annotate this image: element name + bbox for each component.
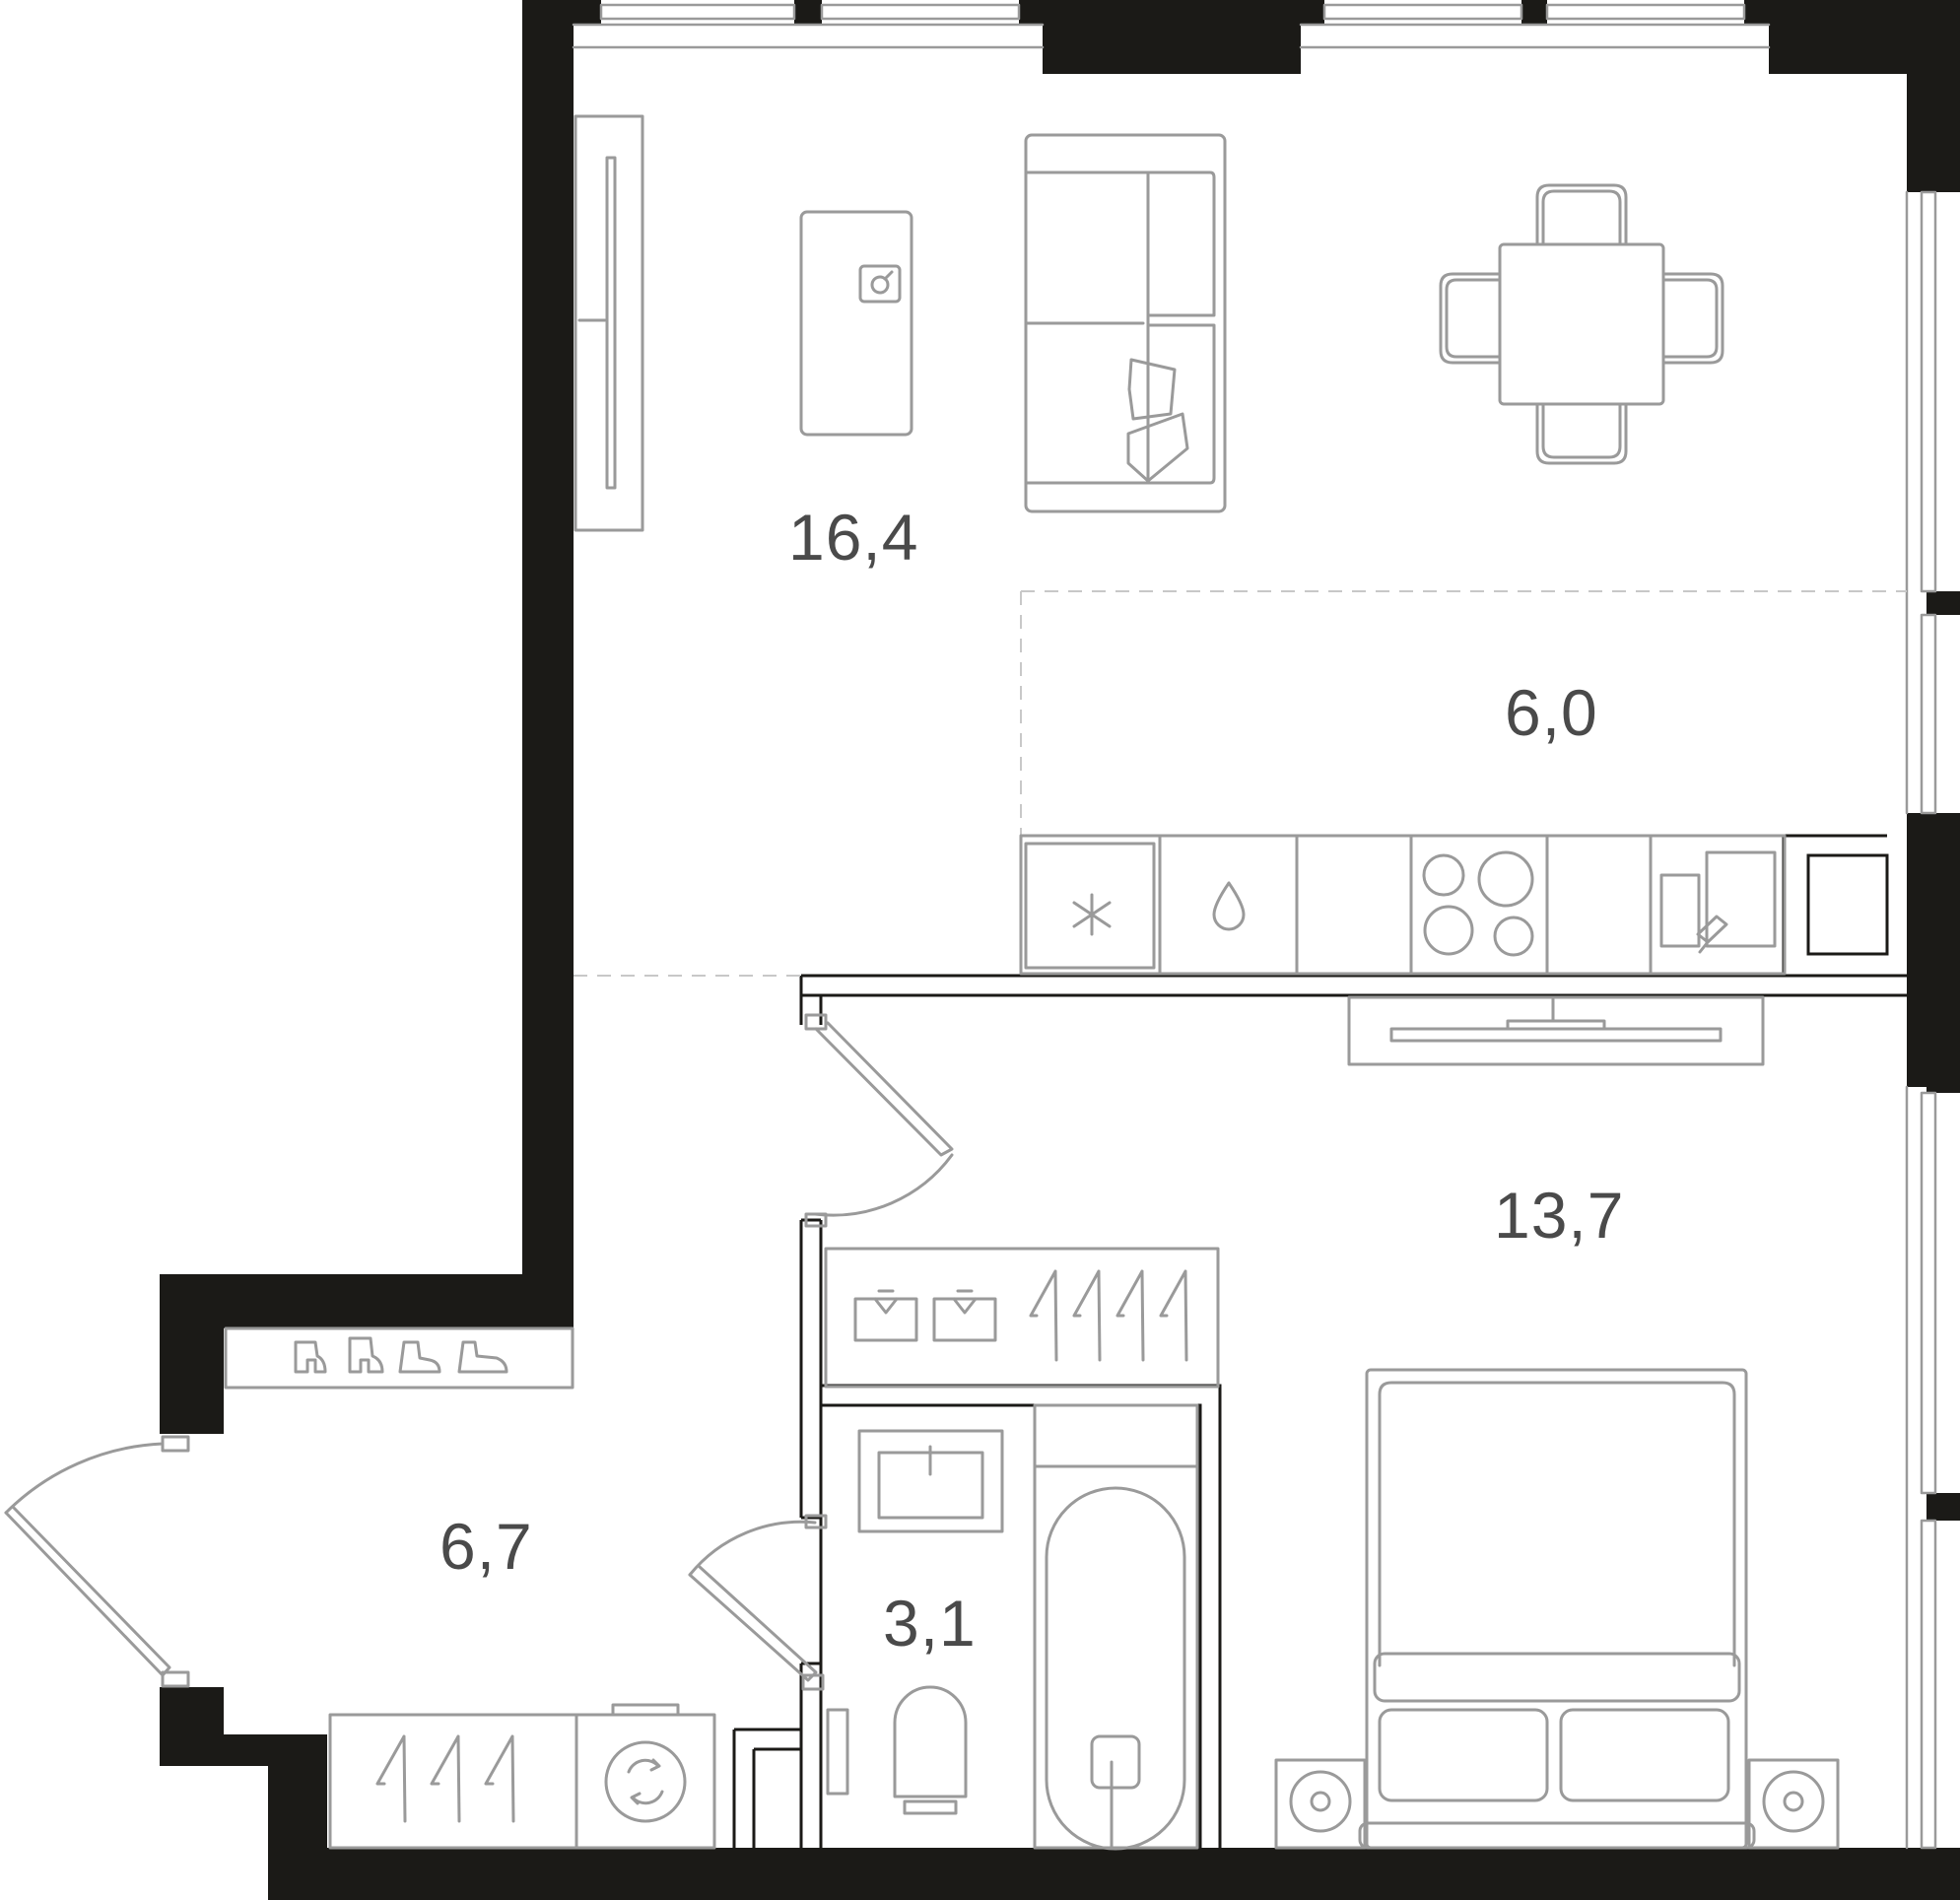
hall-wardrobe-icon [328, 1713, 578, 1850]
nightstand-right-icon [1747, 1758, 1840, 1850]
toilet-icon [826, 1685, 968, 1815]
coffee-table-icon [799, 210, 913, 437]
sofa-icon [1024, 133, 1227, 513]
washing-machine-icon [574, 1703, 716, 1850]
shoe-rack-icon [224, 1326, 574, 1390]
room-area-living: 16,4 [788, 501, 919, 574]
wardrobe-hanger-icon [824, 1247, 1220, 1389]
zone-dividers [574, 590, 1907, 977]
tv-icon [574, 114, 644, 532]
kitchen-counter [1019, 834, 1787, 976]
room-area-kitchen: 6,0 [1505, 676, 1598, 749]
exterior-walls [160, 0, 1960, 1900]
door-swing-icon [4, 1013, 954, 1691]
room-area-bedroom: 13,7 [1494, 1179, 1625, 1252]
bedroom-tv-icon [1347, 995, 1765, 1066]
nightstand-left-icon [1274, 1758, 1367, 1850]
fridge-icon [1024, 842, 1156, 970]
bathtub-icon [1033, 1403, 1199, 1851]
kitchen-sink-icon [1659, 850, 1777, 954]
dining-table-icon [1439, 183, 1724, 465]
bed-icon [1358, 1368, 1756, 1850]
sink-drop-icon [1212, 881, 1246, 931]
cooktop-icon [1422, 850, 1534, 957]
interior-partitions [732, 834, 1907, 1848]
room-area-hall: 6,7 [439, 1510, 533, 1583]
room-area-bathroom: 3,1 [883, 1587, 977, 1660]
windows [572, 3, 1937, 1850]
washbasin-icon [857, 1429, 1004, 1533]
